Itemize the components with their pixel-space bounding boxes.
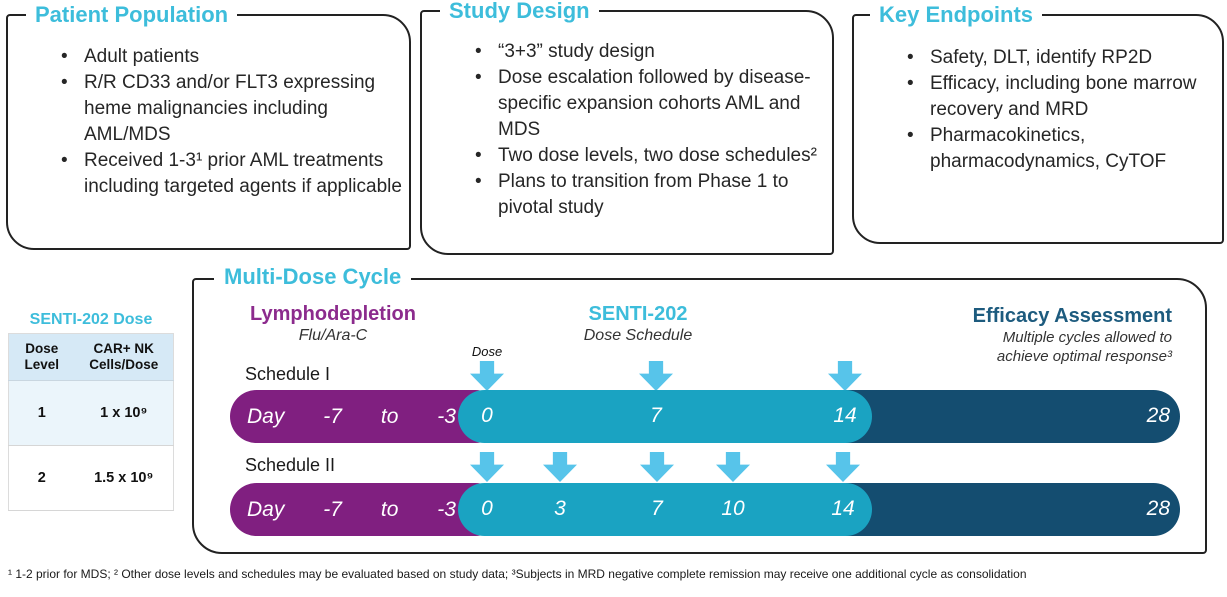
info-box-study-design: Study Design •“3+3” study design •Dose e… <box>420 0 834 255</box>
multi-dose-cycle-title: Multi-Dose Cycle <box>214 262 412 292</box>
bullet-icon: • <box>61 46 68 67</box>
dose-day-label: 7 <box>650 404 662 427</box>
info-box-patient-population: Patient Population •Adult patients •R/R … <box>6 0 411 250</box>
table-row: 1 1 x 10⁹ <box>8 380 174 446</box>
bullet-icon: • <box>61 72 68 93</box>
bullet-icon: • <box>475 171 482 192</box>
schedule-1-dosing-bar <box>458 390 872 443</box>
col-header-dose-level: Dose Level <box>8 333 75 381</box>
box-title: Study Design <box>440 0 599 26</box>
footnote: ¹ 1-2 prior for MDS; ² Other dose levels… <box>8 567 1027 581</box>
bullet-item: •Pharmacokinetics, pharmacodynamics, CyT… <box>907 125 1167 172</box>
cells-per-dose-cell: 1 x 10⁹ <box>74 380 174 446</box>
bullet-icon: • <box>907 125 914 146</box>
bullet-item: •Dose escalation followed by disease-spe… <box>475 67 811 140</box>
bullet-item: •Received 1-3¹ prior AML treatments incl… <box>61 150 402 197</box>
phase-title: SENTI-202 <box>588 303 688 325</box>
schedule-2-label: Schedule II <box>245 455 336 475</box>
bullet-icon: • <box>907 73 914 94</box>
phase-subtitle: achieve optimal response³ <box>996 348 1172 365</box>
bullet-item: •Efficacy, including bone marrow recover… <box>907 73 1197 120</box>
bullet-icon: • <box>61 150 68 171</box>
phase-subtitle: Dose Schedule <box>583 327 693 344</box>
lympho-bar-text: Day -7 to -3 <box>247 404 456 428</box>
schedule-2-lymphodepletion-bar: Day -7 to -3 <box>230 483 502 536</box>
box-title: Patient Population <box>26 0 238 30</box>
lymphodepletion-header: Lymphodepletion Flu/Ara-C <box>233 303 433 345</box>
dose-level-cell: 1 <box>8 380 75 446</box>
bullet-item: •“3+3” study design <box>462 39 825 65</box>
schedule-1-label: Schedule I <box>245 364 331 384</box>
bullet-item: •Two dose levels, two dose schedules² <box>462 143 825 169</box>
dose-day-label: 14 <box>833 404 857 427</box>
cells-per-dose-cell: 1.5 x 10⁹ <box>74 445 174 511</box>
bullet-item: •Safety, DLT, identify RP2D <box>894 45 1227 71</box>
bullet-item: •Adult patients <box>48 44 404 70</box>
phase-title: Efficacy Assessment <box>972 305 1172 327</box>
dose-label: Dose <box>471 344 503 359</box>
dose-level-cell: 2 <box>8 445 75 511</box>
bullet-icon: • <box>907 47 914 68</box>
dose-day-label: 10 <box>721 497 745 520</box>
bullet-icon: • <box>475 67 482 88</box>
dose-day-label: 0 <box>481 404 493 427</box>
efficacy-assessment-header: Efficacy Assessment Multiple cycles allo… <box>890 305 1172 366</box>
bullet-icon: • <box>475 41 482 62</box>
bullet-icon: • <box>475 145 482 166</box>
bullet-list: •Safety, DLT, identify RP2D •Efficacy, i… <box>854 45 1227 175</box>
day-28-label: 28 <box>1146 404 1170 427</box>
box-title: Key Endpoints <box>870 0 1043 30</box>
dose-day-label: 7 <box>651 497 663 520</box>
dose-table: Dose Level CAR+ NK Cells/Dose 1 1 x 10⁹ … <box>8 333 174 511</box>
bullet-item: •R/R CD33 and/or FLT3 expressing heme ma… <box>61 72 376 145</box>
phase-title: Lymphodepletion <box>250 303 416 325</box>
schedule-2-dosing-bar <box>458 483 872 536</box>
bullet-list: •Adult patients •R/R CD33 and/or FLT3 ex… <box>8 44 404 200</box>
dose-day-label: 0 <box>481 497 493 520</box>
lympho-bar-text: Day -7 to -3 <box>247 497 456 521</box>
dose-table-title: SENTI-202 Dose <box>29 311 153 328</box>
col-header-cells-per-dose: CAR+ NK Cells/Dose <box>74 333 174 381</box>
schedule-1-lymphodepletion-bar: Day -7 to -3 <box>230 390 502 443</box>
bullet-item: •Plans to transition from Phase 1 to piv… <box>475 171 789 218</box>
phase-subtitle: Multiple cycles allowed to <box>1002 329 1172 346</box>
day-28-label: 28 <box>1146 497 1170 520</box>
dose-day-label: 14 <box>831 497 855 520</box>
info-box-key-endpoints: Key Endpoints •Safety, DLT, identify RP2… <box>852 0 1227 244</box>
senti-202-header: SENTI-202 Dose Schedule <box>538 303 738 345</box>
dose-table-header-row: Dose Level CAR+ NK Cells/Dose <box>8 333 174 381</box>
table-row: 2 1.5 x 10⁹ <box>8 445 174 511</box>
dose-day-label: 3 <box>554 497 566 520</box>
bullet-list: •“3+3” study design •Dose escalation fol… <box>422 39 825 221</box>
phase-subtitle: Flu/Ara-C <box>298 327 368 344</box>
